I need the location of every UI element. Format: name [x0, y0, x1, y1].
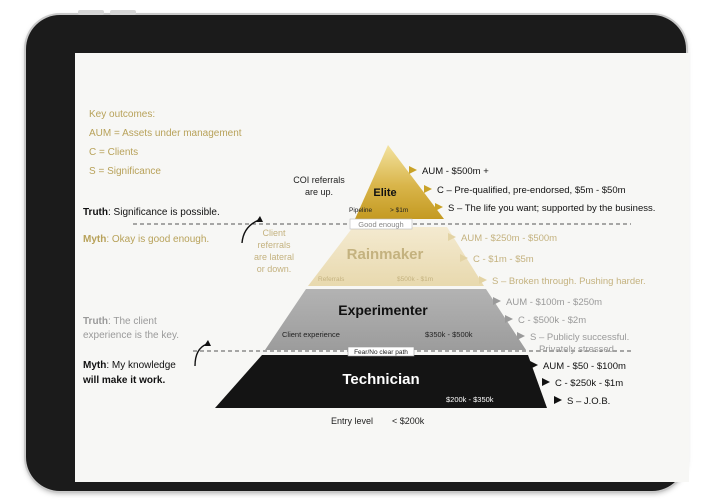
tablet-frame: Key outcomes: AUM = Assets under managem…	[26, 15, 689, 491]
rainmaker-layer	[308, 227, 484, 286]
experimenter-sub-label: Client experience	[282, 330, 340, 339]
key-outcome-line: AUM = Assets under management	[89, 128, 242, 139]
truth-label: Truth	[83, 207, 108, 218]
grey-arrow-icon	[517, 332, 525, 340]
rainmaker-outcome: AUM - $250m - $500m	[461, 233, 557, 244]
client-referrals-label: or down.	[257, 264, 292, 274]
truth-significance: Truth: Significance is possible.	[83, 207, 220, 218]
tablet-button	[110, 10, 136, 15]
elite-sub-value: > $1m	[390, 207, 408, 214]
elite-layer	[355, 145, 444, 219]
coi-referrals-label: COI referrals	[293, 175, 345, 185]
grey-arrow-icon	[505, 315, 513, 323]
black-arrow-icon	[530, 361, 538, 369]
key-outcome-line: S = Significance	[89, 166, 161, 177]
beige-arrow-icon	[479, 276, 487, 284]
entry-level-value: < $200k	[392, 416, 425, 426]
experimenter-sub-value: $350k - $500k	[425, 330, 473, 339]
fear-label: Fear/No clear path	[354, 349, 408, 356]
elite-sub-label: Pipeline	[349, 207, 373, 214]
experimenter-title: Experimenter	[338, 302, 428, 318]
experimenter-outcome: Privately stressed.	[539, 344, 617, 355]
experimenter-outcome: C - $500k - $2m	[518, 315, 586, 326]
truth-client-experience: Truth: The client	[83, 316, 157, 327]
arrowhead-icon	[204, 340, 211, 346]
truth-text: : Significance is possible.	[108, 207, 220, 218]
black-arrow-icon	[542, 378, 550, 386]
technician-title: Technician	[342, 371, 419, 388]
key-outcome-line: C = Clients	[89, 147, 138, 158]
tablet-button	[78, 10, 104, 15]
technician-layer	[215, 355, 547, 408]
elite-outcome: AUM - $500m +	[422, 166, 489, 177]
technician-outcome: S – J.O.B.	[567, 396, 610, 407]
rainmaker-sub-label: Referrals	[318, 276, 345, 283]
myth-text: : Okay is good enough.	[106, 234, 209, 245]
myth-okay: Myth: Okay is good enough.	[83, 234, 209, 245]
rainmaker-sub-value: $500k - $1m	[397, 276, 433, 283]
elite-outcome: C – Pre-qualified, pre-endorsed, $5m - $…	[437, 185, 626, 196]
fear-label-box	[347, 346, 415, 357]
client-referrals-label: are lateral	[254, 252, 294, 262]
truth-label: Truth	[83, 316, 108, 327]
gold-arrow-icon	[435, 203, 443, 211]
curved-arrow-icon	[194, 343, 208, 367]
gold-arrow-icon	[424, 185, 432, 193]
myth-label: Myth	[83, 234, 106, 245]
beige-arrow-icon	[460, 254, 468, 262]
black-arrow-icon	[554, 396, 562, 404]
client-referrals-label: referrals	[257, 240, 291, 250]
key-outcomes-heading: Key outcomes:	[89, 109, 155, 120]
technician-outcome: C - $250k - $1m	[555, 378, 623, 389]
rainmaker-outcome: S – Broken through. Pushing harder.	[492, 276, 646, 287]
curved-arrow-icon	[241, 219, 260, 244]
client-referrals-label: Client	[262, 228, 286, 238]
entry-level-label: Entry level	[331, 416, 373, 426]
elite-title: Elite	[373, 187, 396, 199]
experimenter-outcome: S – Publicly successful.	[530, 332, 629, 343]
technician-sub-value: $200k - $350k	[446, 395, 494, 404]
rainmaker-title: Rainmaker	[347, 246, 424, 263]
myth-text: : My knowledge	[106, 360, 176, 371]
rainmaker-outcome: C - $1m - $5m	[473, 254, 534, 265]
experimenter-layer	[265, 289, 526, 350]
elite-outcome: S – The life you want; supported by the …	[448, 203, 655, 214]
gold-arrow-icon	[409, 166, 417, 174]
technician-outcome: AUM - $50 - $100m	[543, 361, 626, 372]
pyramid-diagram: Key outcomes: AUM = Assets under managem…	[82, 109, 655, 426]
myth-label: Myth	[83, 360, 106, 371]
tablet-screen: Key outcomes: AUM = Assets under managem…	[75, 53, 689, 482]
good-enough-label: Good enough	[358, 220, 403, 229]
myth-knowledge: Myth: My knowledge	[83, 360, 176, 371]
myth-knowledge-line2: will make it work.	[82, 375, 165, 386]
beige-arrow-icon	[448, 233, 456, 241]
grey-arrow-icon	[493, 297, 501, 305]
truth-client-experience-line2: experience is the key.	[83, 330, 179, 341]
coi-referrals-label: are up.	[305, 187, 333, 197]
arrowhead-icon	[256, 216, 263, 222]
good-enough-label-box	[349, 218, 413, 230]
experimenter-outcome: AUM - $100m - $250m	[506, 297, 602, 308]
truth-text: : The client	[108, 316, 157, 327]
